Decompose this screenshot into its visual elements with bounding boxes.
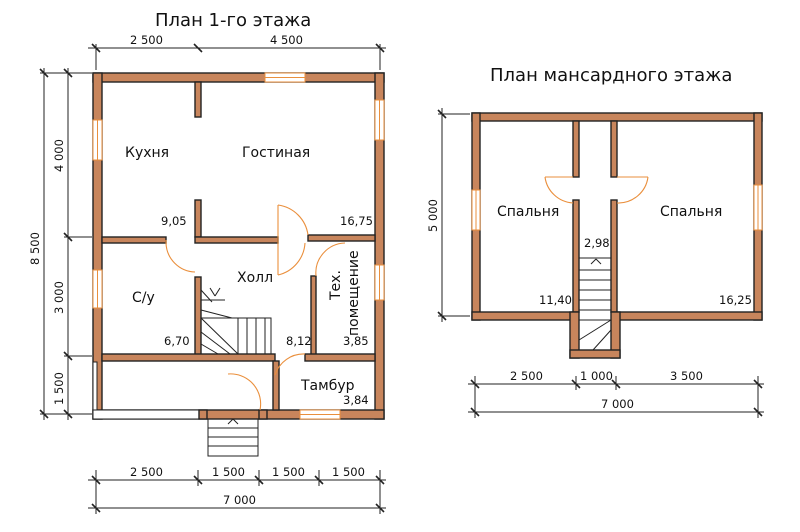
kitchen-area: 9,05 xyxy=(161,214,187,228)
attic-windows xyxy=(471,184,763,231)
floor1-stairs xyxy=(200,287,272,355)
floor1-dim-left-2: 3 000 xyxy=(52,281,66,314)
tambur-area: 3,84 xyxy=(343,393,369,407)
floor1-title: План 1-го этажа xyxy=(155,10,311,31)
floor1-dim-left-3: 1 500 xyxy=(52,372,66,405)
attic-bedroom-left-label: Спальня xyxy=(497,204,559,220)
attic-dim-bottom-1: 2 500 xyxy=(510,369,543,383)
floor1-dim-bottom-2: 1 500 xyxy=(212,465,245,479)
attic-dim-left: 5 000 xyxy=(426,199,440,232)
bathroom-area: 6,70 xyxy=(164,334,190,348)
hall-area: 8,12 xyxy=(286,334,312,348)
attic-bedroom-right-label: Спальня xyxy=(660,204,722,220)
living-room-label: Гостиная xyxy=(242,145,310,161)
attic-dim-bottom-3: 3 500 xyxy=(670,369,703,383)
attic-stair-area: 2,98 xyxy=(584,236,610,250)
tech-room-area: 3,85 xyxy=(343,334,369,348)
floor1-dim-bottom-total: 7 000 xyxy=(223,493,256,507)
attic-bedroom-left-area: 11,40 xyxy=(539,293,572,307)
hall-label: Холл xyxy=(237,270,273,286)
floor1-dim-bottom-1: 2 500 xyxy=(130,465,163,479)
floor1-dim-left-total: 8 500 xyxy=(28,232,42,265)
attic-dimension-lines xyxy=(437,108,764,418)
tech-room-label-line1: Тех. xyxy=(328,270,344,301)
tambur-label: Тамбур xyxy=(300,378,355,394)
attic-stairs xyxy=(578,257,612,351)
floor1-porch xyxy=(92,361,268,420)
floor1-windows xyxy=(92,72,385,420)
floor1-dimension-lines xyxy=(39,43,386,514)
kitchen-label: Кухня xyxy=(125,145,169,161)
tech-room-label-line2: помещение xyxy=(346,250,362,336)
floor1-walls xyxy=(92,72,385,420)
floor1-dim-bottom-3: 1 500 xyxy=(272,465,305,479)
living-room-area: 16,75 xyxy=(340,214,373,228)
attic-bedroom-right-area: 16,25 xyxy=(719,293,752,307)
floor1-dim-top-2: 4 500 xyxy=(270,33,303,47)
floor1-entrance-steps xyxy=(207,418,259,457)
attic-dim-bottom-2: 1 000 xyxy=(580,369,613,383)
attic-dim-bottom-total: 7 000 xyxy=(601,397,634,411)
floor1-doors xyxy=(165,204,346,411)
floor1-dim-top-1: 2 500 xyxy=(130,33,163,47)
floor1-dim-bottom-4: 1 500 xyxy=(332,465,365,479)
floor1-dim-left-1: 4 000 xyxy=(52,139,66,172)
attic-walls xyxy=(471,112,763,359)
attic-doors xyxy=(544,176,649,204)
bathroom-label: С/у xyxy=(132,290,155,306)
attic-title: План мансардного этажа xyxy=(490,65,732,86)
